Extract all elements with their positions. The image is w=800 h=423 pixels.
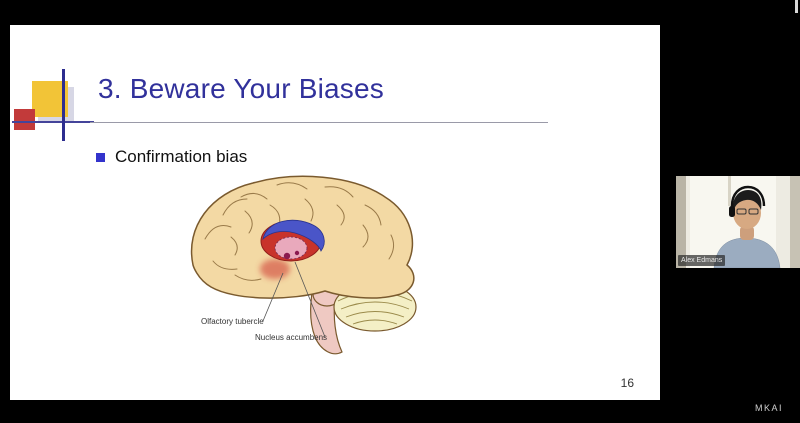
webcam-tile[interactable]: Alex Edmans	[676, 176, 800, 268]
brain-illustration	[190, 175, 417, 355]
ornament-vertical-line	[62, 69, 65, 141]
bullet-item: Confirmation bias	[96, 147, 247, 167]
brain-diagram: Olfactory tubercle Nucleus accumbens	[175, 167, 445, 367]
participant-name-tag: Alex Edmans	[678, 255, 726, 266]
bullet-label: Confirmation bias	[115, 147, 248, 166]
slide-page-number: 16	[620, 376, 634, 390]
mkai-watermark: MKAI	[754, 403, 783, 413]
slide-title: 3. Beware Your Biases	[98, 73, 384, 104]
title-divider-line	[90, 122, 548, 123]
presentation-slide: 3. Beware Your Biases Confirmation bias	[10, 25, 660, 400]
window-edge-highlight	[795, 0, 798, 13]
label-olfactory-tubercle: Olfactory tubercle	[201, 317, 264, 326]
bullet-marker-icon	[96, 152, 105, 162]
label-nucleus-accumbens: Nucleus accumbens	[255, 333, 328, 342]
ornament-red-square	[14, 109, 35, 130]
webcam-video	[676, 176, 800, 268]
ornament-horizontal-line	[12, 121, 94, 123]
